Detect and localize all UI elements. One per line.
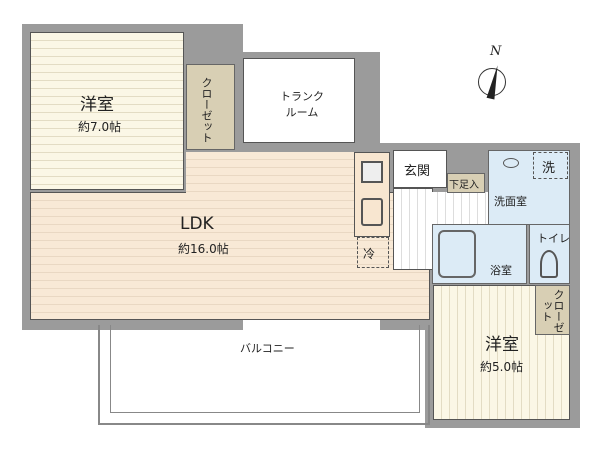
entrance-label: 玄関 [404, 164, 431, 179]
ldk-size: 約16.0帖 [178, 242, 229, 256]
bedroom-2-label: 洋室 [485, 335, 519, 355]
closet-1 [186, 64, 235, 150]
closet-2-label: クローゼット [540, 288, 565, 333]
shoe-storage-label: 下足入 [449, 180, 479, 191]
balcony-label: バルコニー [240, 342, 295, 355]
hallway [430, 192, 488, 224]
balcony [98, 325, 430, 425]
closet-2 [535, 285, 570, 335]
washer-label: 洗 [542, 161, 556, 176]
washer-space [533, 152, 568, 179]
bathroom [432, 224, 527, 284]
compass-north-label: N [490, 44, 502, 59]
bedroom-1 [30, 32, 184, 190]
bathroom-label: 浴室 [490, 264, 512, 277]
sink-icon [361, 198, 383, 226]
washbasin-icon [503, 158, 519, 168]
compass-icon [478, 64, 506, 100]
ldk-label: LDK [180, 214, 214, 234]
toilet-icon [540, 250, 558, 278]
ldk [186, 152, 355, 194]
bedroom-1-size: 約7.0帖 [78, 120, 122, 134]
bathtub-icon [438, 230, 476, 278]
bedroom-2-size: 約5.0帖 [480, 360, 524, 374]
bedroom-1-label: 洋室 [80, 95, 114, 115]
shoe-storage [447, 173, 485, 193]
trunk-room-label: トランク ルーム [280, 90, 324, 119]
kitchen-counter [354, 152, 390, 237]
washroom-label: 洗面室 [494, 195, 527, 208]
washroom [488, 150, 570, 225]
trunk-room [243, 58, 355, 143]
closet-1-label: クローゼット [200, 77, 213, 143]
hallway [393, 188, 433, 270]
fridge-label: 冷 [363, 247, 376, 261]
stove-icon [361, 161, 383, 183]
entrance [393, 150, 447, 188]
fridge [357, 237, 389, 268]
toilet-label: トイレ [537, 232, 570, 245]
